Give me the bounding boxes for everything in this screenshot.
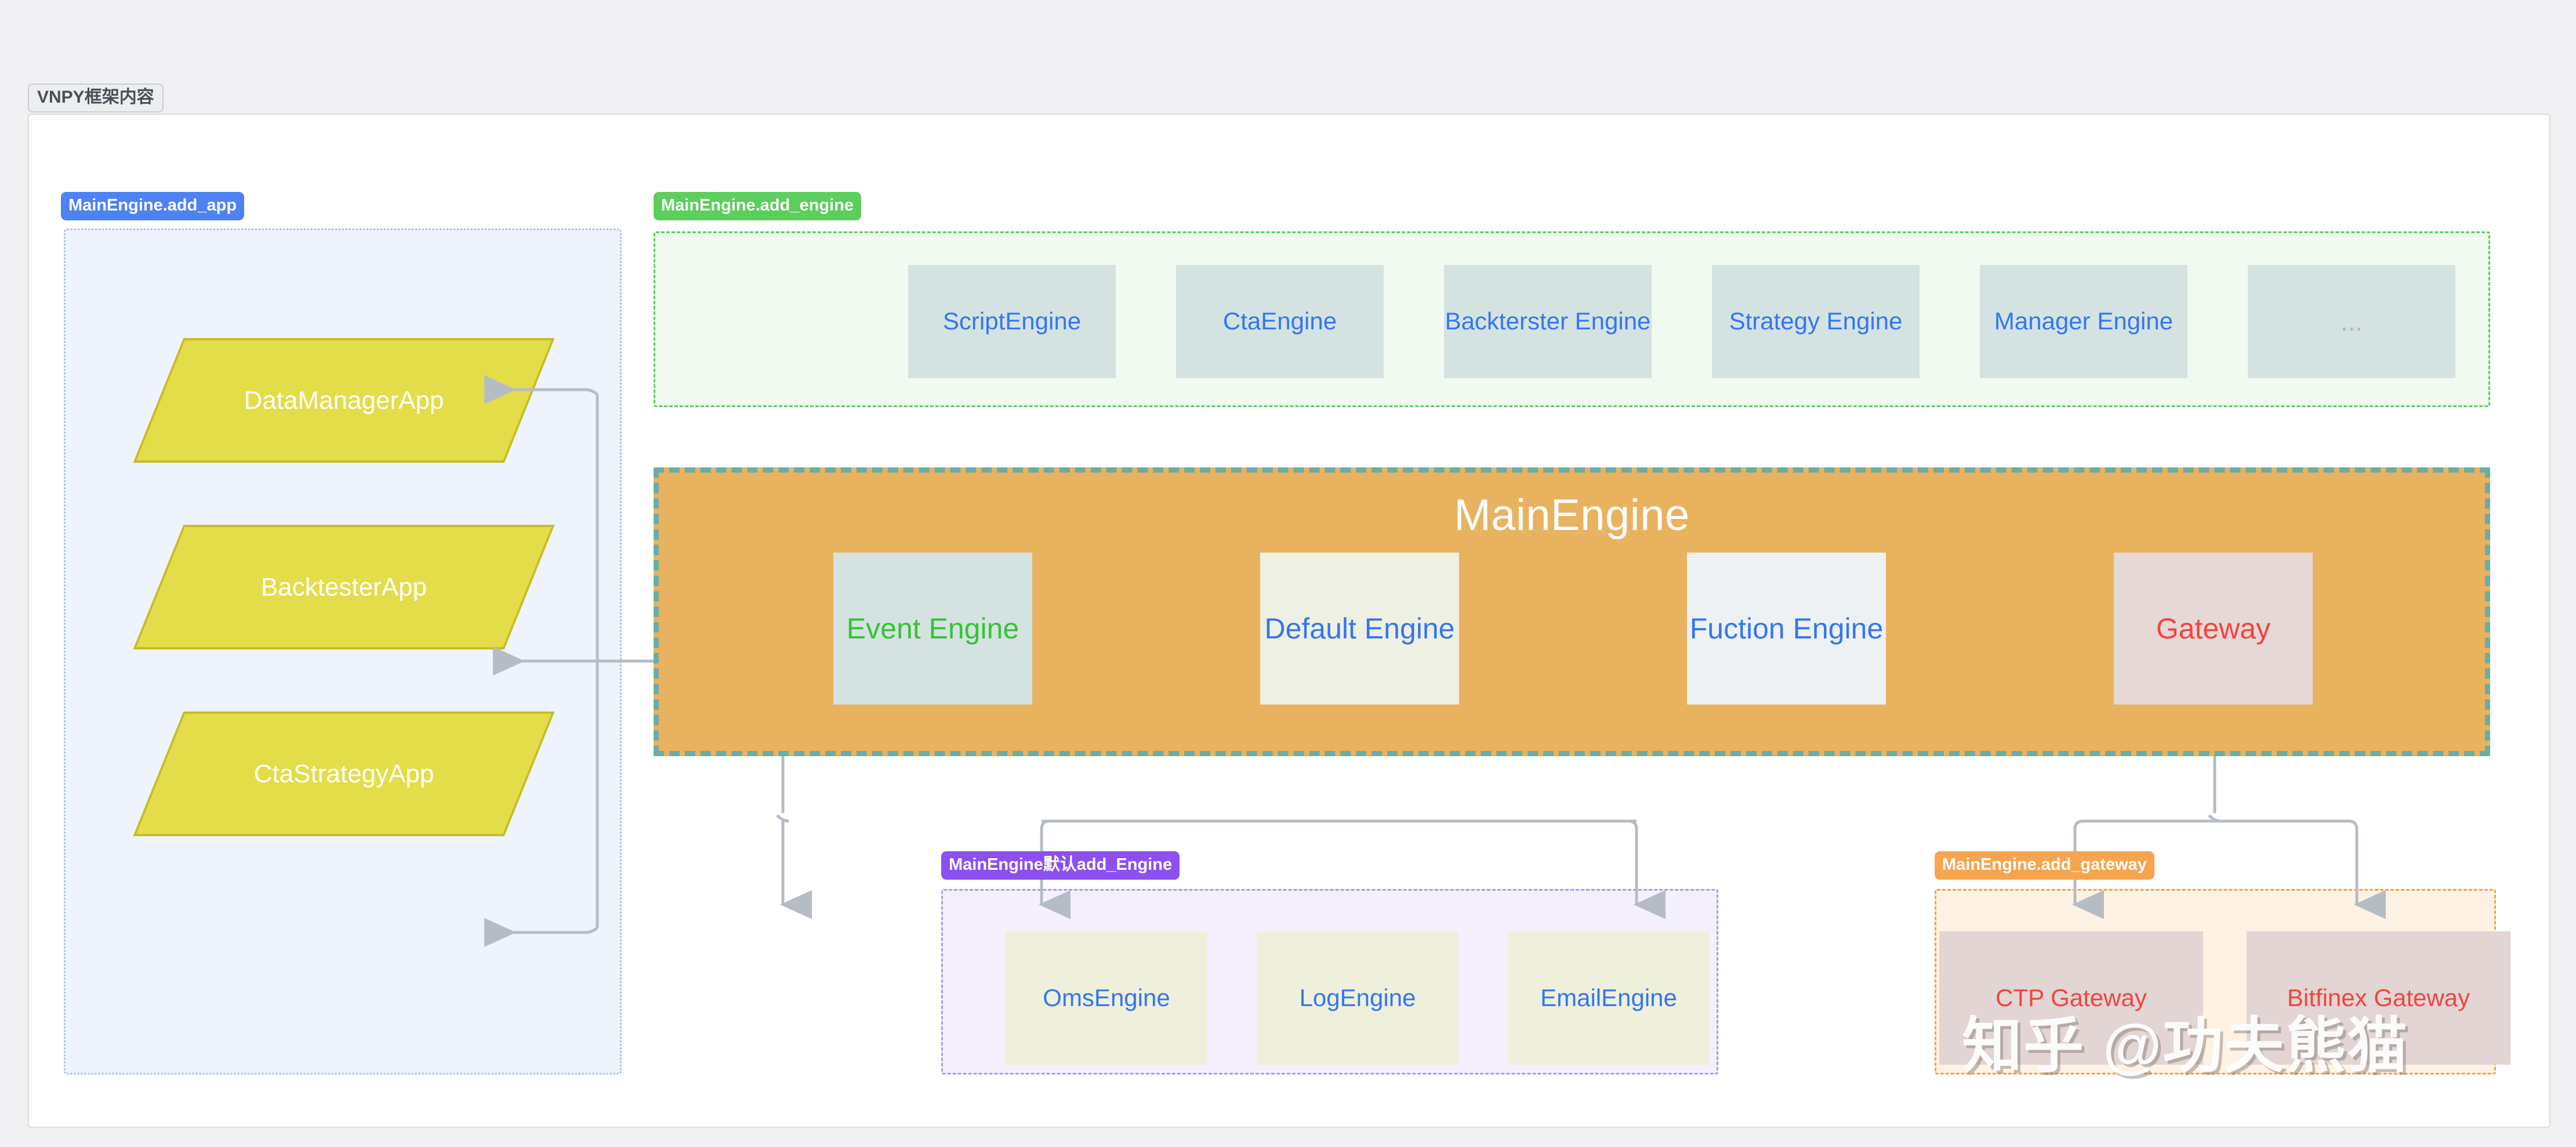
diagram-title: VNPY框架内容 (28, 84, 164, 112)
default-engines-container: OmsEngine LogEngine EmailEngine (941, 889, 1718, 1075)
default-engine-card-emailengine[interactable]: EmailEngine (1508, 931, 1710, 1065)
engine-card-ctaengine[interactable]: CtaEngine (1176, 265, 1384, 378)
gateway-card-ctp[interactable]: CTP Gateway (1939, 931, 2203, 1065)
engines-container: ScriptEngine CtaEngine Backterster Engin… (654, 231, 2490, 407)
engine-card-manager-engine[interactable]: Manager Engine (1980, 265, 2187, 378)
main-engine-box-fuction-engine[interactable]: Fuction Engine (1687, 553, 1886, 705)
apps-container: DataManagerApp BacktesterApp CtaStrategy… (64, 228, 622, 1075)
default-engine-card-omsengine[interactable]: OmsEngine (1006, 931, 1207, 1065)
gateway-card-bitfinex[interactable]: Bitfinex Gateway (2247, 931, 2510, 1065)
main-engine-box-default-engine[interactable]: Default Engine (1260, 553, 1459, 705)
gateways-container: CTP Gateway Bitfinex Gateway (1935, 889, 2510, 1075)
badge-mainengine-add-app[interactable]: MainEngine.add_app (61, 192, 245, 220)
engine-card-more[interactable]: ... (2248, 265, 2455, 378)
app-shape-backtesterapp[interactable] (133, 525, 555, 649)
main-engine-title: MainEngine (1454, 491, 1690, 540)
engine-card-backterster-engine[interactable]: Backterster Engine (1444, 265, 1652, 378)
main-engine-block: MainEngine Event Engine Default Engine F… (654, 467, 2490, 756)
default-engine-card-logengine[interactable]: LogEngine (1257, 931, 1458, 1065)
app-shape-ctastrategyapp[interactable] (133, 712, 555, 836)
engine-card-scriptengine[interactable]: ScriptEngine (908, 265, 1116, 378)
app-shape-datamanagerapp[interactable] (133, 338, 555, 463)
main-engine-box-event-engine[interactable]: Event Engine (833, 553, 1032, 705)
badge-mainengine-add-gateway[interactable]: MainEngine.add_gateway (1935, 851, 2154, 880)
engine-card-strategy-engine[interactable]: Strategy Engine (1712, 265, 1920, 378)
zhihu-watermark: 知乎 @功夫熊猫 (1962, 1012, 2409, 1080)
main-engine-box-gateway[interactable]: Gateway (2114, 553, 2313, 705)
badge-mainengine-add-engine[interactable]: MainEngine.add_engine (654, 192, 861, 220)
badge-mainengine-default-add-engine[interactable]: MainEngine默认add_Engine (941, 851, 1180, 880)
